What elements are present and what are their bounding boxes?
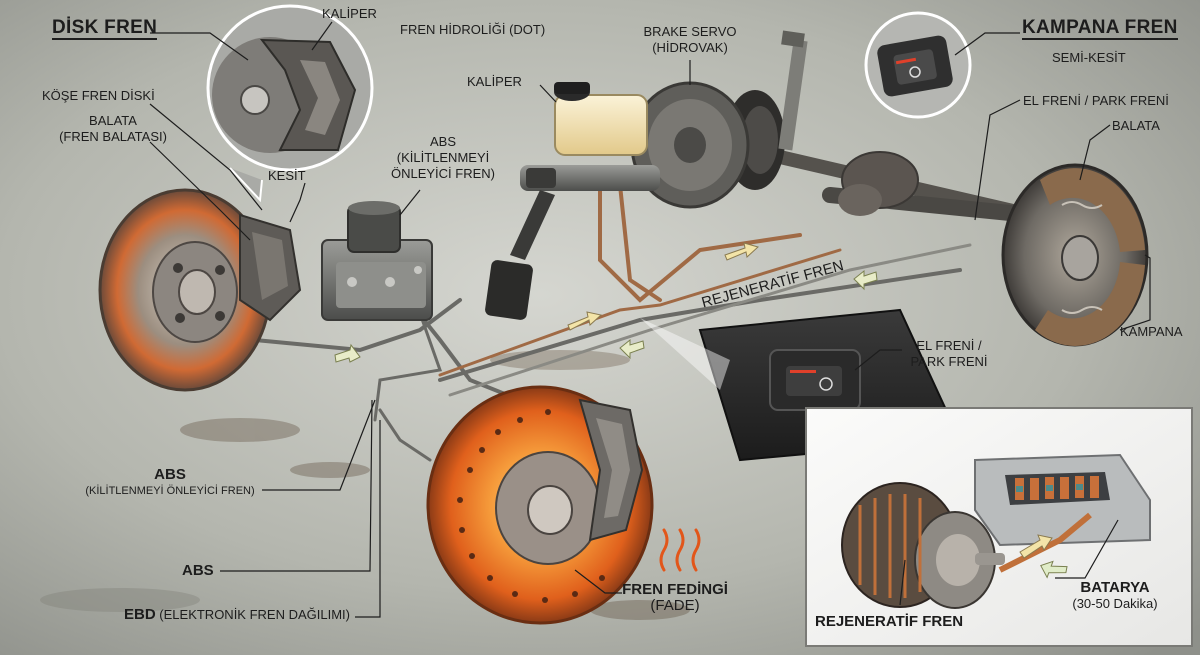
abs-left-bold: ABS [154,466,186,483]
brake-servo-line1: BRAKE SERVO [643,24,737,39]
leader-lines [149,21,1151,618]
brake-fluid-label: FREN HİDROLİĞİ (DOT) [400,22,546,37]
abs-unit [321,201,433,321]
brake-fade-label: FREN FEDİNGİ (FADE) [620,582,730,614]
abs-unit-label: ABS (KİLİTLENMEYİ ÖNLEYİCİ FREN) [378,134,508,182]
pad-label-line2: (FREN BALATASI) [59,129,167,144]
brake-fade-line2: (FADE) [650,597,700,614]
front-left-disc [98,188,302,392]
abs-unit-line3: ÖNLEYİCİ FREN) [390,166,495,181]
brake-fade-line1: FREN FEDİNGİ [622,581,728,598]
console-park-brake-line2: PARK FRENİ [910,354,988,369]
abs-left-desc: (KİLİTLENMEYİ ÖNLEYİCİ FREN) [85,485,255,497]
abs-unit-line1: ABS [429,134,456,149]
abs-left-label: ABS (KİLİTLENMEYİ ÖNLEYİCİ FREN) [80,467,260,499]
pad-label: BALATA (FREN BALATASI) [58,113,168,145]
caliper-zoom-circle [206,4,374,203]
brake-servo [630,81,750,209]
regen-motor-label: REJENERATİF FREN [815,613,964,630]
floor-stains [40,350,690,620]
console-park-brake-label: EL FRENİ / PARK FRENİ [902,338,996,370]
hydraulic-caliper-label: KALİPER [467,74,522,89]
corner-disc-label: KÖŞE FREN DİSKİ [42,88,155,103]
abs-unit-line2: (KİLİTLENMEYİ [396,150,490,165]
pad-label-line1: BALATA [89,113,137,128]
front-right-disc-hot [426,385,654,625]
ebd-desc: (ELEKTRONİK FREN DAĞILIMI) [159,607,350,622]
drum-brake-subtitle: SEMİ-KESİT [1052,50,1126,65]
battery-time: (30-50 Dakika) [1072,596,1158,611]
brake-servo-label: BRAKE SERVO (HİDROVAK) [640,24,740,56]
drum-brake [1001,163,1149,347]
park-brake-label: EL FRENİ / PARK FRENİ [1023,93,1169,108]
battery-label: BATARYA (30-50 Dakika) [1055,580,1175,612]
console-park-brake-line1: EL FRENİ / [916,338,982,353]
park-brake-zoom-circle [864,11,972,119]
abs2-label: ABS [182,562,214,579]
drum-label: KAMPANA [1120,324,1183,339]
ebd-label: EBD (ELEKTRONİK FREN DAĞILIMI) [124,607,350,623]
heat-wave-icon [659,528,701,572]
battery-title: BATARYA [1080,579,1150,596]
caliper-label: KALİPER [322,6,377,21]
disc-brake-title: DİSK FREN [52,17,158,40]
ebd-bold: EBD [124,606,156,623]
brake-servo-line2: (HİDROVAK) [652,40,728,55]
section-label: KESİT [268,168,306,183]
drum-brake-title: KAMPANA FREN [1022,17,1178,40]
brake-pedal [485,168,556,320]
drum-pad-label: BALATA [1112,118,1160,133]
flow-arrows [334,242,878,363]
regen-panel [805,407,1193,647]
